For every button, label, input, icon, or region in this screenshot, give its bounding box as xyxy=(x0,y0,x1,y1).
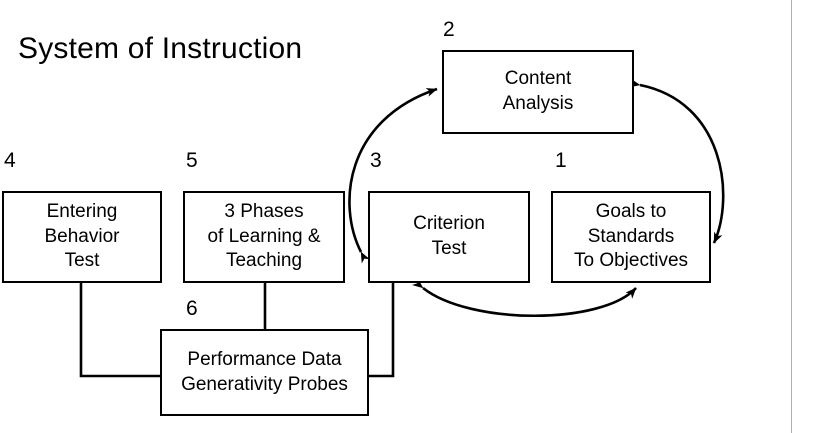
node-label-line: 3 Phases xyxy=(224,200,304,222)
node-label-line: Criterion xyxy=(413,213,485,235)
node-box-three-phases-of-learning-and-teaching[interactable]: 3 Phases of Learning & Teaching xyxy=(183,191,345,283)
connector-entering-behavior-test-to-performance-data xyxy=(79,281,162,378)
node-label-line: To Objectives xyxy=(573,250,689,272)
node-number-2: 2 xyxy=(443,18,455,41)
node-number-5: 5 xyxy=(186,149,198,172)
node-label-line: Standards xyxy=(587,225,675,247)
node-box-content-analysis[interactable]: Content Analysis xyxy=(442,50,634,134)
connector-criterion-test-to-performance-data xyxy=(367,281,395,378)
node-label-line: Goals to xyxy=(595,200,667,222)
page-right-border xyxy=(791,0,792,433)
node-box-entering-behavior-test[interactable]: Entering Behavior Test xyxy=(2,191,162,283)
node-label-line: Test xyxy=(64,250,100,272)
connector-content-analysis-to-goals xyxy=(628,78,725,244)
node-label-line: Test xyxy=(431,238,467,259)
node-label-line: of Learning & xyxy=(207,225,321,247)
node-number-3: 3 xyxy=(370,149,382,172)
connector-criterion-test-to-content-analysis xyxy=(348,87,438,264)
node-box-goals-to-standards-to-objectives[interactable]: Goals to Standards To Objectives xyxy=(551,191,711,283)
node-label-line: Teaching xyxy=(225,250,303,272)
node-label-line: Generativity Probes xyxy=(181,373,348,395)
node-number-1: 1 xyxy=(555,149,567,172)
node-label-line: Entering xyxy=(46,200,118,222)
page-title: System of Instruction xyxy=(18,32,303,65)
node-box-criterion-test[interactable]: Criterion Test xyxy=(368,191,530,283)
node-number-6: 6 xyxy=(186,297,198,320)
connector-criterion-test-to-goals xyxy=(411,277,637,318)
node-box-performance-data-generativity-probes[interactable]: Performance Data Generativity Probes xyxy=(160,329,369,416)
node-label-line: Behavior xyxy=(44,225,120,247)
node-label-line: Content xyxy=(504,68,572,90)
node-label-line: Analysis xyxy=(502,93,574,114)
node-number-4: 4 xyxy=(4,149,16,172)
node-label-line: Performance Data xyxy=(187,348,342,370)
